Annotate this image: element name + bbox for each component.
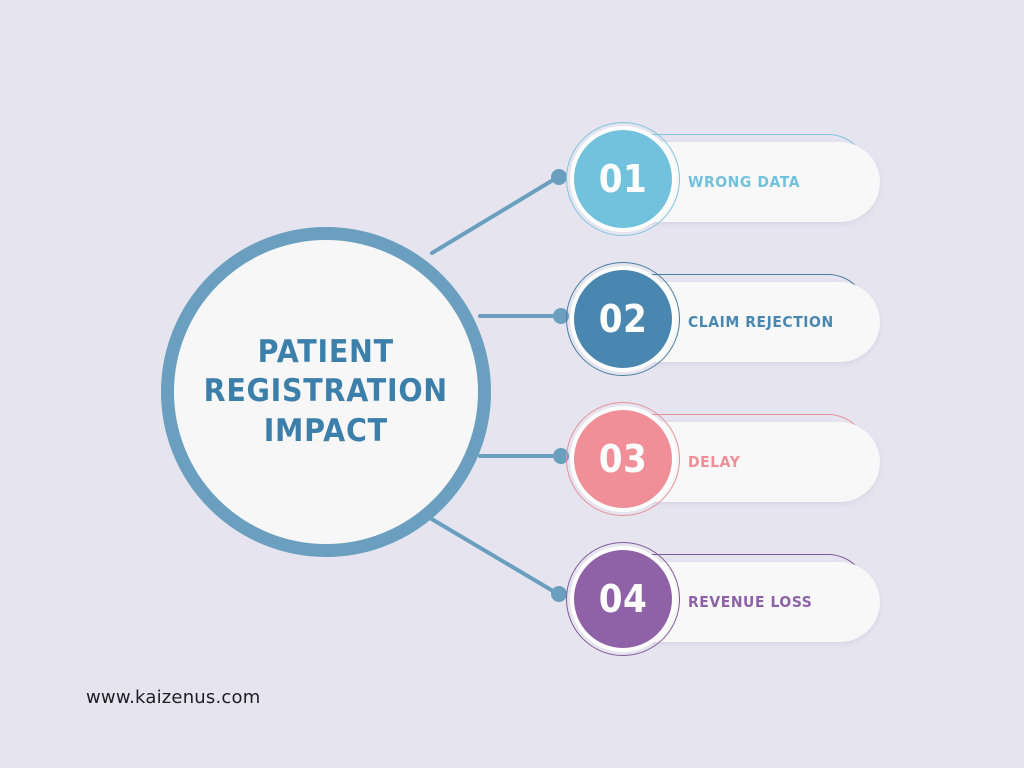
- number-label-4: 04: [598, 577, 648, 621]
- number-label-2: 02: [598, 297, 648, 341]
- number-circle-1[interactable]: 01: [574, 130, 672, 228]
- impact-label-2: CLAIM REJECTION: [688, 313, 834, 331]
- connector-line-1: [430, 175, 560, 255]
- number-label-1: 01: [598, 157, 648, 201]
- page-title: PATIENT REGISTRATION IMPACT: [203, 333, 449, 449]
- impact-item-2[interactable]: CLAIM REJECTION 02: [560, 258, 880, 376]
- central-hub-circle: PATIENT REGISTRATION IMPACT: [161, 227, 491, 557]
- impact-item-3[interactable]: DELAY 03: [560, 398, 880, 516]
- impact-label-4: REVENUE LOSS: [688, 593, 813, 611]
- number-circle-2[interactable]: 02: [574, 270, 672, 368]
- impact-item-4[interactable]: REVENUE LOSS 04: [560, 538, 880, 656]
- number-circle-4[interactable]: 04: [574, 550, 672, 648]
- connector-line-4: [428, 516, 560, 596]
- website-url[interactable]: www.kaizenus.com: [86, 687, 261, 708]
- number-circle-3[interactable]: 03: [574, 410, 672, 508]
- impact-label-1: WRONG DATA: [688, 173, 801, 191]
- number-label-3: 03: [598, 437, 648, 481]
- impact-label-3: DELAY: [688, 453, 741, 471]
- impact-item-1[interactable]: WRONG DATA 01: [560, 118, 880, 236]
